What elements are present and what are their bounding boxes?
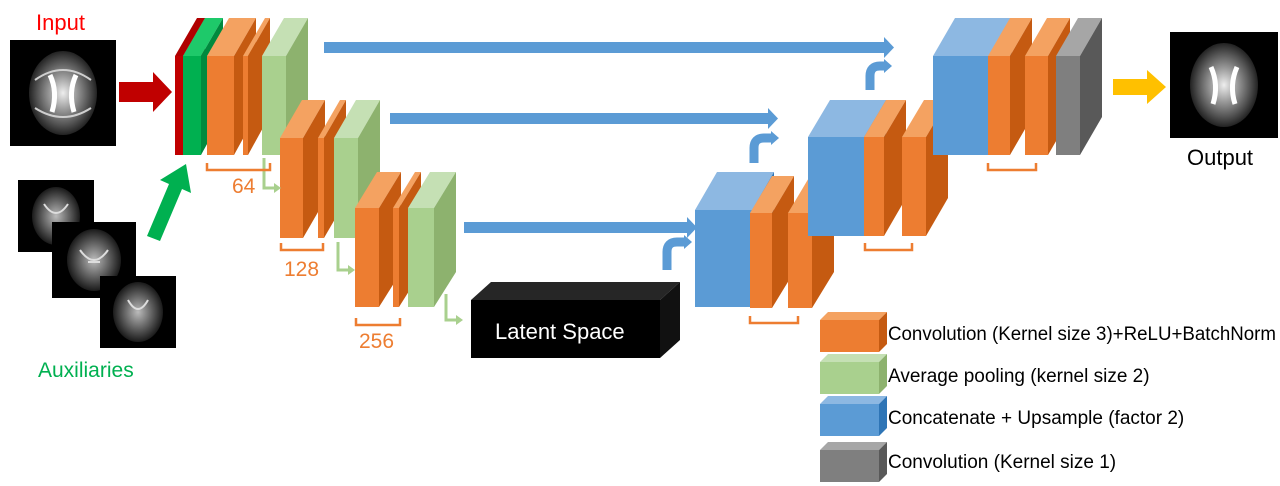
channel-size-64: 64 bbox=[232, 175, 256, 198]
legend-swatch-conv bbox=[820, 312, 887, 352]
channel-size-bracket-256 bbox=[354, 318, 402, 327]
legend-label-pool: Average pooling (kernel size 2) bbox=[888, 366, 1150, 387]
legend-swatch-upsample bbox=[820, 396, 887, 436]
skip-connection-level-2 bbox=[390, 108, 778, 129]
decoder-bracket-2 bbox=[863, 243, 914, 252]
output-label: Output bbox=[1187, 145, 1253, 170]
final-conv-block bbox=[1056, 18, 1102, 155]
conv-block bbox=[864, 100, 906, 236]
skip-connection-level-3 bbox=[464, 217, 697, 238]
output-mri-image bbox=[1170, 32, 1278, 138]
decoder-level-2 bbox=[808, 100, 948, 252]
output-arrow bbox=[1113, 70, 1166, 104]
legend-label-upsample: Concatenate + Upsample (factor 2) bbox=[888, 408, 1184, 429]
decoder-bracket-3 bbox=[748, 316, 800, 325]
legend-label-conv: Convolution (Kernel size 3)+ReLU+BatchNo… bbox=[888, 324, 1276, 345]
encoder-level-3 bbox=[355, 172, 456, 307]
legend-label-final-conv: Convolution (Kernel size 1) bbox=[888, 452, 1116, 473]
downsample-connector-2 bbox=[336, 242, 355, 275]
upsample-curve-arrow-3 bbox=[865, 59, 892, 90]
downsample-connector-3 bbox=[444, 294, 463, 325]
auxiliary-arrow bbox=[147, 164, 191, 241]
legend-swatch-final-conv bbox=[820, 442, 887, 482]
latent-space-label: Latent Space bbox=[495, 319, 625, 344]
pool-block bbox=[408, 172, 456, 307]
legend: Convolution (Kernel size 3)+ReLU+BatchNo… bbox=[820, 312, 1276, 482]
input-mri-image bbox=[10, 40, 116, 146]
auxiliary-mri-image-3 bbox=[100, 276, 176, 348]
input-arrow bbox=[119, 72, 172, 112]
input-label: Input bbox=[36, 10, 85, 35]
downsample-connector-1 bbox=[262, 158, 281, 193]
skip-connection-level-1 bbox=[324, 37, 894, 58]
decoder-bracket-1 bbox=[986, 163, 1038, 172]
decoder-level-3 bbox=[695, 172, 834, 325]
channel-size-256: 256 bbox=[359, 330, 394, 353]
upsample-curve-arrow-2 bbox=[749, 131, 779, 163]
channel-size-128: 128 bbox=[284, 258, 319, 281]
auxiliaries-label: Auxiliaries bbox=[38, 359, 134, 382]
channel-size-bracket-64 bbox=[205, 163, 272, 172]
legend-swatch-pool bbox=[820, 354, 887, 394]
decoder-level-1 bbox=[933, 18, 1102, 172]
latent-space-block bbox=[471, 282, 680, 358]
upsample-curve-arrow-1 bbox=[662, 235, 692, 270]
auxiliary-mri-image-2 bbox=[52, 222, 136, 298]
upsample-block bbox=[695, 172, 774, 307]
channel-size-bracket-128 bbox=[279, 243, 325, 252]
